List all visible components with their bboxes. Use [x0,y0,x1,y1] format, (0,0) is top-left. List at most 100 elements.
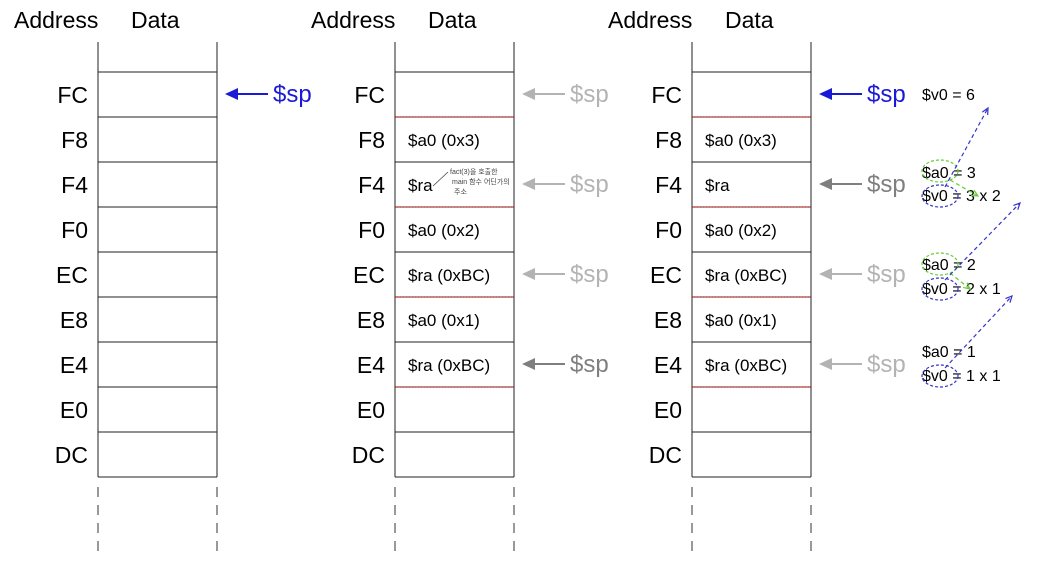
address-label: E8 [654,307,682,333]
stack-cell-value: $ra (0xBC) [705,356,787,375]
address-label: EC [650,262,682,288]
arrowhead-icon [819,88,832,100]
stack-cell-value: $ra [408,176,433,195]
arrowhead-icon [970,189,980,197]
address-label: EC [56,262,88,288]
v0-highlight [921,277,959,301]
handwritten-note: main 함수 어딘가의 [452,177,510,186]
address-label: FC [354,82,385,108]
address-label: DC [649,442,682,468]
data-header: Data [428,7,477,33]
address-label: F0 [655,217,682,243]
stack-cell-value: $ra (0xBC) [408,356,490,375]
note-pointer [432,171,449,187]
address-label: E0 [60,397,88,423]
stack-cell-value: $a0 (0x3) [408,131,480,150]
data-header: Data [725,7,774,33]
sp-pointer: $sp [225,81,312,108]
address-label: F8 [655,127,682,153]
return-value-arrow [944,202,1021,281]
address-label: F4 [655,172,682,198]
register-value: $a0 = 3 [922,165,976,182]
stack-cell-value: $a0 (0x3) [705,131,777,150]
sp-label: $sp [570,81,609,108]
arrowhead-icon [963,282,972,290]
address-label: F8 [61,127,88,153]
address-header: Address [14,7,98,33]
register-value: $a0 = 1 [922,344,976,361]
stack-cell-value: $a0 (0x1) [408,311,480,330]
address-header: Address [608,7,692,33]
stack-cell-value: $ra (0xBC) [705,266,787,285]
sp-pointer: $sp [819,81,906,108]
sp-label: $sp [867,171,906,198]
address-label: FC [651,82,682,108]
address-label: E0 [654,397,682,423]
sp-pointer: $sp [819,351,906,378]
stack-cell-value: $ra [705,176,730,195]
arrowhead-icon [522,358,535,370]
register-annotations: $v0 = 6 $a0 = 3 $v0 = 3 x 2 $a0 = 2 $v0 = 2 … [921,87,1021,388]
arrowhead-icon [819,268,832,280]
arrowhead-icon [1013,202,1021,210]
address-label: E8 [357,307,385,333]
address-label: DC [55,442,88,468]
stack-cell-value: $a0 (0x2) [408,221,480,240]
arrowhead-icon [1005,294,1013,303]
sp-label: $sp [273,81,312,108]
register-value: $a0 = 2 [922,257,976,274]
arrowhead-icon [819,358,832,370]
sp-pointer: $sp [819,171,906,198]
handwritten-note: 주소 [454,188,467,196]
address-label: F8 [358,127,385,153]
stack-cell-value: $a0 (0x1) [705,311,777,330]
a0-highlight [921,159,959,183]
address-label: E0 [357,397,385,423]
sp-label: $sp [867,81,906,108]
register-value: $v0 = 2 x 1 [922,281,1001,298]
data-header: Data [131,7,180,33]
sp-label: $sp [570,261,609,288]
sp-label: $sp [867,351,906,378]
address-label: E4 [60,352,88,378]
sp-pointer: $sp [522,351,609,378]
sp-label: $sp [570,171,609,198]
register-value: $v0 = 3 x 2 [922,188,1001,205]
arrowhead-icon [522,268,535,280]
address-label: F0 [61,217,88,243]
sp-pointer: $sp [522,261,609,288]
v0-highlight [921,184,959,208]
return-value-arrow [944,107,989,188]
address-label: EC [353,262,385,288]
sp-label: $sp [867,261,906,288]
address-label: E4 [654,352,682,378]
register-value: $v0 = 6 [922,87,975,104]
address-label: F0 [358,217,385,243]
v0-highlight [921,364,959,388]
handwritten-note: fact(3)을 호출한 [450,167,498,176]
arrowhead-icon [819,178,832,190]
return-value-arrow [944,295,1013,369]
sp-pointer: $sp [522,171,609,198]
address-label: E4 [357,352,385,378]
address-label: FC [57,82,88,108]
arrowhead-icon [522,178,535,190]
a0-to-multiply-arrow [949,272,971,290]
register-value: $v0 = 1 x 1 [922,368,1001,385]
stack-cell-value: $a0 (0x2) [705,221,777,240]
a0-to-multiply-arrow [949,179,979,197]
address-label: DC [352,442,385,468]
sp-label: $sp [570,351,609,378]
address-label: F4 [358,172,385,198]
sp-pointer: $sp [819,261,906,288]
arrowhead-icon [981,106,989,116]
address-label: F4 [61,172,88,198]
sp-pointer: $sp [522,81,609,108]
address-header: Address [311,7,395,33]
address-label: E8 [60,307,88,333]
arrowhead-icon [225,88,238,100]
